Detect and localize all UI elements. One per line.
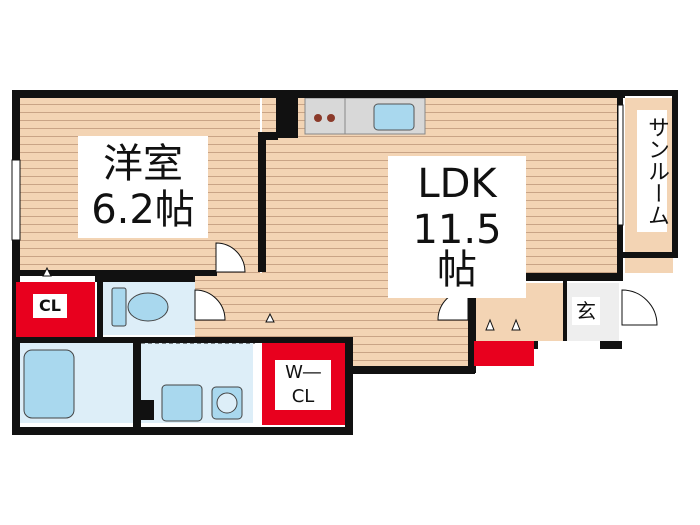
wic-label-line1: W― (285, 362, 321, 383)
wic-marker-icon (265, 312, 275, 323)
door-toilet (194, 289, 226, 321)
shoe-cabinet (474, 341, 534, 366)
wall-western-bottom (12, 270, 217, 276)
wall-mid-vertical (97, 276, 103, 343)
outer-wall-left (12, 90, 20, 435)
wall-entrance-top (468, 273, 623, 281)
western-room-label: 洋室 6.2帖 (78, 136, 208, 238)
closet-label: CL (33, 294, 67, 318)
wic-label: W― CL (275, 360, 331, 410)
door-entrance (621, 289, 658, 326)
sunroom-label: サンルーム (637, 110, 669, 232)
wall-wic-right (345, 337, 353, 435)
toilet-icon (111, 287, 169, 327)
wall-column (276, 90, 298, 138)
ldk-label: LDK 11.5帖 (388, 156, 526, 298)
wall-bath-divider (133, 343, 141, 433)
outer-wall-bottom (12, 427, 352, 435)
wall-stub-left (140, 400, 154, 420)
wall-toilet-top (95, 276, 195, 282)
sunroom-wall-bottom (620, 252, 678, 258)
ldk-name: LDK (417, 161, 497, 207)
ldk-size: 11.5帖 (412, 207, 502, 293)
western-room-name: 洋室 (103, 141, 183, 187)
window-western-left (11, 159, 21, 241)
closet-marker-icon (42, 266, 52, 277)
stove-burner-icon (327, 114, 335, 122)
stove-burner-icon (314, 114, 322, 122)
bathtub-icon (23, 349, 75, 419)
shoe-marker-icon (485, 318, 495, 331)
door-western-room (215, 242, 246, 273)
shoe-marker-icon (511, 318, 521, 331)
hallway-lower-floor (345, 343, 470, 368)
wall-lr-top-stub (258, 132, 278, 140)
western-room-size: 6.2帖 (91, 187, 195, 233)
sink-icon (373, 103, 415, 131)
wall-genkan-divider (563, 281, 567, 341)
wall-lr-partition (258, 132, 266, 272)
entrance-label: 玄 (572, 297, 600, 325)
wall-bath-top (12, 337, 352, 343)
wall-hall-bottom (345, 366, 475, 374)
sunroom-wall-top (620, 90, 678, 96)
outer-wall-top (12, 90, 625, 98)
window-east-sunroom (617, 104, 624, 226)
wall-hall-right (468, 273, 476, 373)
washbasin-icon (161, 384, 203, 422)
wic-label-line2: CL (291, 386, 315, 407)
wall-entrance-right (600, 341, 622, 349)
sunroom-wall-right (672, 96, 678, 256)
